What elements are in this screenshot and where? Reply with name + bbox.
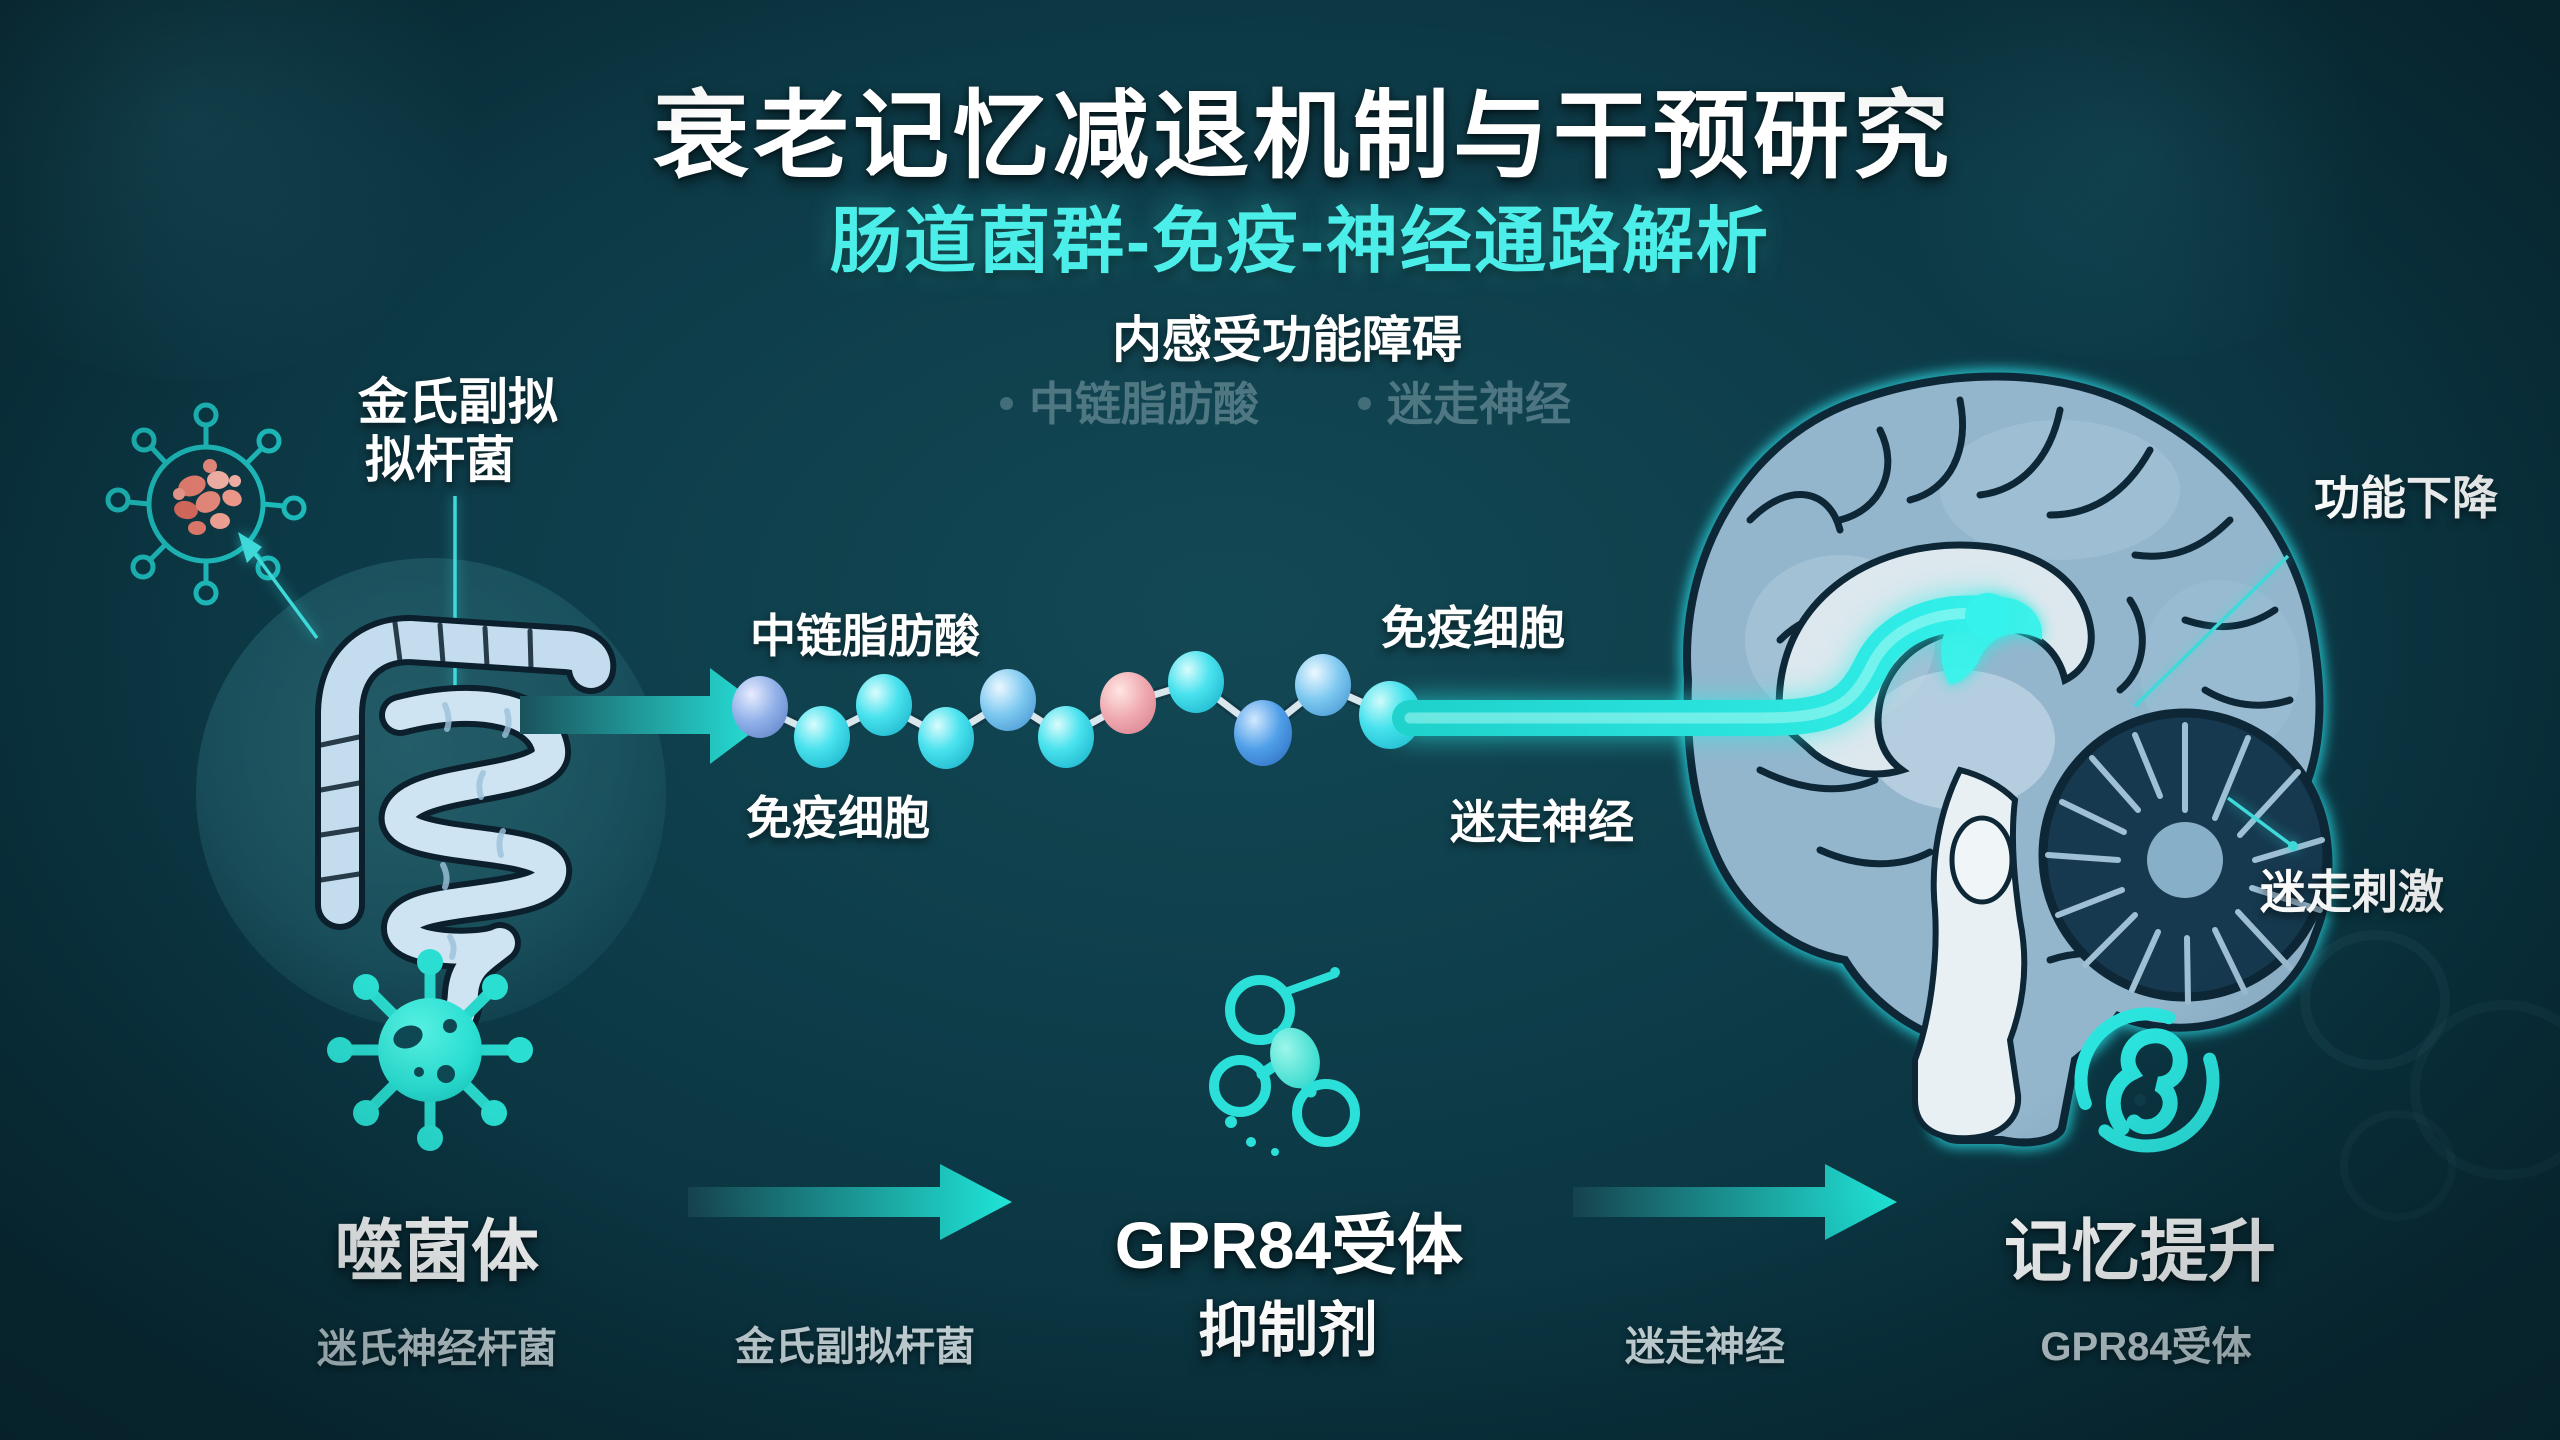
chain-spheres [732, 651, 1421, 769]
arrow1-label: 金氏副拟杆菌 [735, 1325, 975, 1369]
bg-bubble-2 [2410, 1000, 2560, 1180]
function-decline-label: 功能下降 [2314, 472, 2498, 524]
immune-cells-label-left: 免疫细胞 [746, 792, 930, 844]
step2-title: GPR84受体 [1114, 1208, 1464, 1282]
faded-bullet-vagus: 迷走神经 [1358, 368, 1571, 434]
arrow2-label: 迷走神经 [1625, 1325, 1785, 1369]
memory-brain-icon [2074, 1007, 2220, 1153]
faded-bullet-mcfa: 中链脂肪酸 [1000, 368, 1259, 434]
brain-pons [1949, 815, 2015, 905]
page-subtitle: 肠道菌群-免疫-神经通路解析 [830, 202, 1770, 282]
step-arrow-2 [1573, 1164, 1897, 1240]
step3-subtitle: GPR84受体 [2040, 1325, 2252, 1369]
function-decline-pointer [2133, 554, 2290, 708]
bullet-dot-icon [1000, 397, 1013, 411]
mcfa-label: 中链脂肪酸 [750, 610, 980, 662]
vagus-stimulation-pointer [2226, 796, 2298, 851]
phage-icon [327, 949, 533, 1151]
vagus-beam [1392, 593, 2011, 736]
step1-title: 噬菌体 [334, 1214, 540, 1290]
interoception-caption: 内感受功能障碍 [1112, 312, 1462, 368]
step2-subtitle-line: 抑制剂 [1198, 1297, 1378, 1364]
step-arrow-1 [688, 1164, 1012, 1240]
bullet-dot-icon [1358, 397, 1371, 411]
step3-title: 记忆提升 [2003, 1214, 2277, 1290]
gpr84-molecule-icon [1209, 967, 1360, 1156]
step1-subtitle: 迷氏神经杆菌 [317, 1327, 557, 1371]
page-title: 衰老记忆减退机制与干预研究 [653, 83, 1953, 190]
